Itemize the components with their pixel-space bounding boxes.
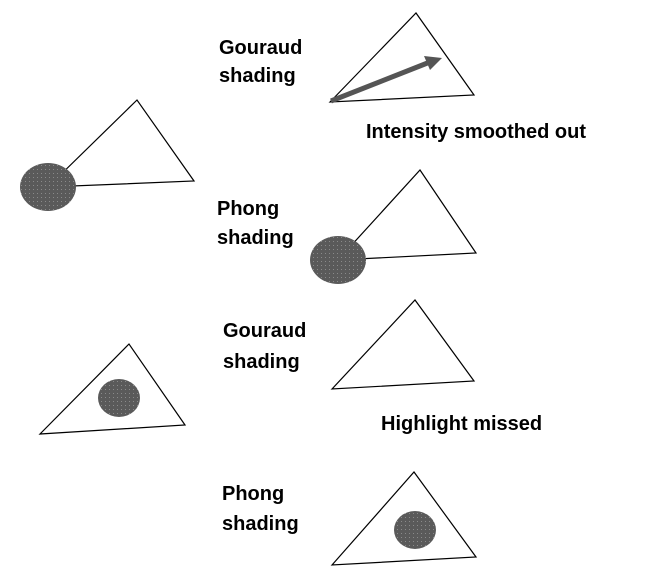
interior-highlight-spot xyxy=(98,379,140,417)
caption-highlight-missed: Highlight missed xyxy=(381,413,543,435)
caption-intensity-smoothed: Intensity smoothed out xyxy=(366,121,586,143)
phong-triangle-2 xyxy=(330,471,478,566)
row1-method-label-line1: Gouraud xyxy=(219,37,303,59)
row3-method-label-line2: shading xyxy=(223,351,300,373)
row1-method-label-line2: shading xyxy=(219,65,296,87)
row4-method-label-line1: Phong xyxy=(222,483,285,505)
gouraud-triangle-1 xyxy=(328,12,476,103)
phong-triangle-1 xyxy=(336,169,478,261)
phong-interior-highlight-spot xyxy=(394,511,436,549)
gouraud-triangle-2 xyxy=(330,299,476,390)
smoothed-intensity-arrow xyxy=(330,59,431,104)
reference-triangle-vertex-highlight xyxy=(46,99,196,188)
vertex-highlight-spot xyxy=(20,163,76,211)
smoothed-intensity-arrowhead xyxy=(424,56,442,70)
row3-method-label-line1: Gouraud xyxy=(223,320,307,342)
row2-method-label-line1: Phong xyxy=(217,198,280,220)
phong-vertex-highlight-spot xyxy=(310,236,366,284)
row4-method-label-line2: shading xyxy=(222,513,299,535)
row2-method-label-line2: shading xyxy=(217,227,294,249)
reference-triangle-interior-highlight xyxy=(38,343,187,435)
